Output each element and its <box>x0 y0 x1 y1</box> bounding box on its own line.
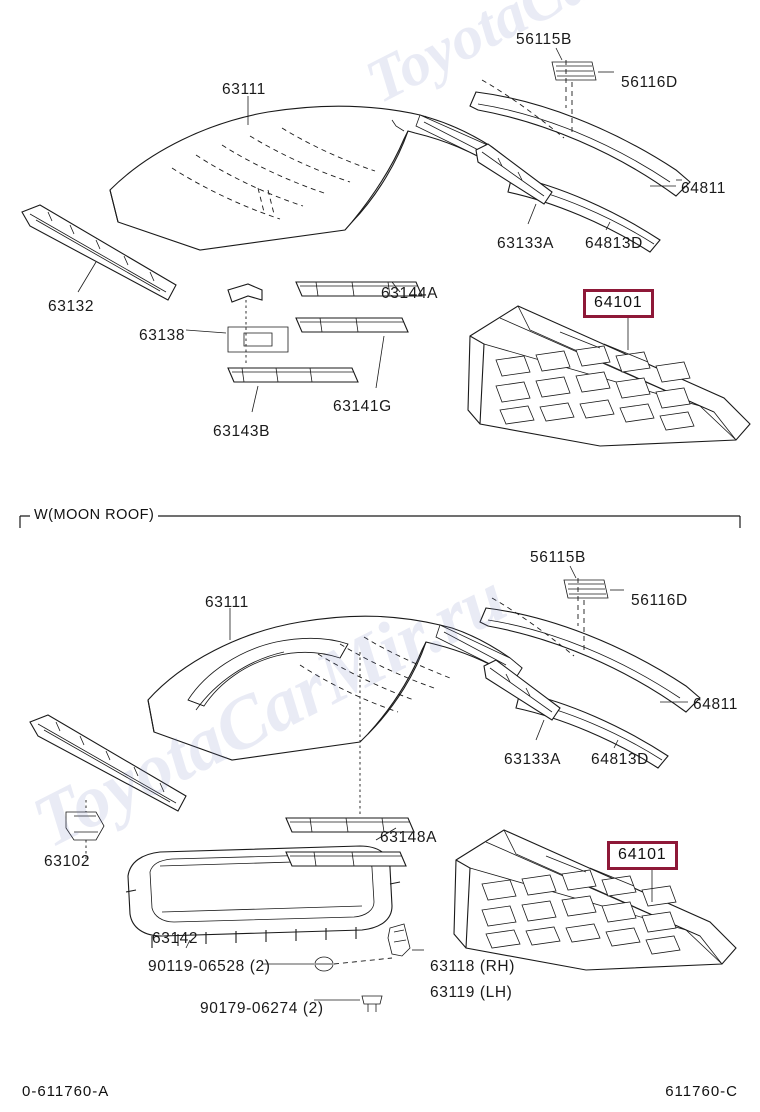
footer-drawing-number-right: 611760-C <box>665 1083 738 1100</box>
clip-56115B-bottom <box>563 579 609 599</box>
part-label-63133a-top: 63133A <box>497 235 555 252</box>
part-label-56116d-top: 56116D <box>621 74 678 91</box>
part-label-64101-top: 64101 <box>583 289 654 318</box>
clip-90179-06274 <box>361 995 383 1012</box>
reinforcement-63102 <box>29 714 187 860</box>
part-label-64813d-bottom: 64813D <box>591 751 649 768</box>
part-label-63138: 63138 <box>139 327 186 344</box>
part-label-63118-rh: 63118 (RH) <box>430 958 515 975</box>
part-label-90179-06274: 90179-06274 (2) <box>200 1000 324 1017</box>
rail-63133A <box>475 143 553 205</box>
part-label-63148a: 63148A <box>380 829 438 846</box>
part-label-63133a-bottom: 63133A <box>504 751 562 768</box>
bolt-90119-06528 <box>314 956 334 972</box>
bracket-63138 <box>227 326 289 353</box>
part-label-56115b-top: 56115B <box>516 31 572 48</box>
part-label-64811-top: 64811 <box>681 180 726 197</box>
package-tray-64101-bottom <box>453 829 737 971</box>
watermark-top: ToyotaCarMir.ru <box>355 0 760 118</box>
part-label-64813d-top: 64813D <box>585 235 643 252</box>
roof-panel-63111-bottom <box>147 615 523 761</box>
part-label-64811-bottom: 64811 <box>693 696 738 713</box>
bow-63143B <box>227 283 359 383</box>
section-title-moon-roof: W(MOON ROOF) <box>30 507 159 523</box>
part-label-90119-06528: 90119-06528 (2) <box>148 958 271 975</box>
part-label-63144a: 63144A <box>381 285 439 302</box>
glass-64811-bottom <box>479 607 701 713</box>
rail-63133A-bottom <box>483 659 561 721</box>
bracket-63118-63119 <box>387 923 411 957</box>
glass-64811-top <box>469 91 691 197</box>
watermark-bottom: ToyotaCarMir.ru <box>20 555 519 864</box>
rail-63132 <box>21 204 177 301</box>
part-label-63119-lh: 63119 (LH) <box>430 984 513 1001</box>
roof-panel-63111-top <box>109 105 506 251</box>
part-label-63143b: 63143B <box>213 423 271 440</box>
part-label-63102: 63102 <box>44 853 91 870</box>
part-label-63142: 63142 <box>152 930 199 947</box>
part-label-63111-top: 63111 <box>222 81 266 98</box>
part-label-63132: 63132 <box>48 298 95 315</box>
package-tray-64101-top <box>467 305 751 447</box>
footer-drawing-number-left: 0-611760-A <box>22 1083 110 1100</box>
part-label-63141g: 63141G <box>333 398 392 415</box>
clip-56115B-top <box>551 61 597 81</box>
part-label-64101-bottom: 64101 <box>607 841 678 870</box>
part-label-56116d-bottom: 56116D <box>631 592 688 609</box>
part-label-63111-bottom: 63111 <box>205 594 249 611</box>
part-label-56115b-bottom: 56115B <box>530 549 586 566</box>
